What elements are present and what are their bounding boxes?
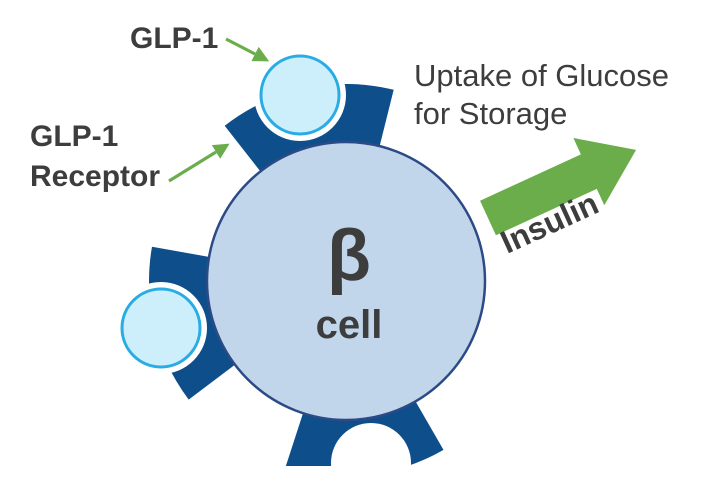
beta-cell-body (205, 140, 487, 422)
glp1-pointer-arrow-icon (225, 37, 270, 62)
uptake-caption-line1: Uptake of Glucose (414, 58, 669, 93)
uptake-caption-line2: for Storage (414, 96, 567, 131)
glp1-ligand-left-icon (120, 287, 202, 369)
receptor-pointer-arrow-icon (168, 143, 230, 183)
glp1-ligand-top-icon (259, 54, 341, 136)
glp1-receptor-label-line1: GLP-1 (30, 120, 118, 153)
glp1-receptor-label-line2: Receptor (30, 160, 160, 193)
beta-symbol: β (327, 216, 371, 296)
glp1-label: GLP-1 (130, 22, 218, 55)
cell-word: cell (316, 303, 383, 347)
insulin-arrow-icon (480, 138, 637, 236)
